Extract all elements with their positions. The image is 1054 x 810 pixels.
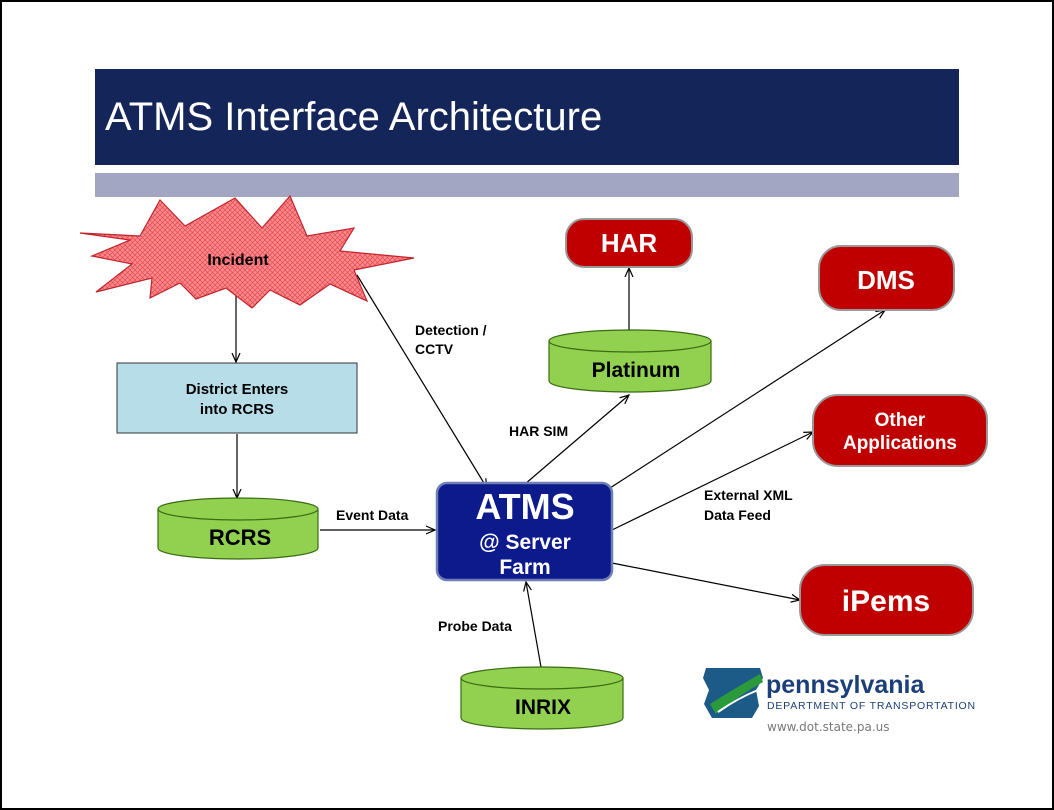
platinum-label: Platinum bbox=[592, 359, 681, 382]
event-data-label: Event Data bbox=[336, 507, 409, 523]
page-title: ATMS Interface Architecture bbox=[105, 95, 603, 139]
edge-atms-dms bbox=[609, 310, 885, 489]
district-label-line1: District Enters bbox=[186, 381, 289, 398]
subtitle-bar bbox=[95, 173, 959, 197]
xml-feed-label-line2: Data Feed bbox=[704, 507, 771, 523]
penndot-keystone-logo bbox=[703, 668, 763, 718]
logo-url[interactable]: www.dot.state.pa.us bbox=[767, 720, 890, 734]
district-label-line2: into RCRS bbox=[200, 401, 274, 418]
edge-atms-platinum bbox=[524, 395, 629, 485]
other-label-line1: Other bbox=[875, 410, 926, 431]
probe-data-label: Probe Data bbox=[438, 618, 512, 634]
atms-label-line3: Farm bbox=[499, 556, 550, 579]
edge-inrix-atms bbox=[526, 582, 542, 668]
dms-label: DMS bbox=[857, 265, 915, 295]
platinum-node: Platinum bbox=[548, 329, 712, 393]
edge-labels: Detection / CCTV Event Data HAR SIM Exte… bbox=[336, 322, 793, 634]
connectors bbox=[236, 268, 885, 668]
detection-label-line1: Detection / bbox=[415, 322, 487, 338]
rcrs-label: RCRS bbox=[209, 525, 271, 550]
atms-node: ATMS @ Server Farm bbox=[435, 481, 614, 582]
xml-feed-label-line1: External XML bbox=[704, 487, 793, 503]
edge-atms-ipems bbox=[611, 562, 800, 600]
edge-atms-other bbox=[611, 432, 813, 531]
other-applications-node: Other Applications bbox=[812, 394, 988, 467]
incident-label: Incident bbox=[207, 252, 269, 269]
dms-node: DMS bbox=[818, 245, 955, 311]
logo-department: DEPARTMENT OF TRANSPORTATION bbox=[767, 700, 976, 712]
har-sim-label: HAR SIM bbox=[509, 423, 568, 439]
atms-label-line2: @ Server bbox=[479, 531, 571, 554]
atms-label-line1: ATMS bbox=[475, 486, 574, 527]
edge-incident-atms bbox=[356, 274, 487, 488]
detection-label-line2: CCTV bbox=[415, 341, 454, 357]
district-node: District Enters into RCRS bbox=[116, 362, 358, 434]
har-node: HAR bbox=[565, 218, 693, 268]
ipems-label: iPems bbox=[842, 585, 930, 618]
ipems-node: iPems bbox=[799, 564, 974, 636]
incident-node: Incident bbox=[79, 194, 415, 309]
other-label-line2: Applications bbox=[843, 433, 957, 454]
title-bar: ATMS Interface Architecture bbox=[95, 69, 959, 165]
inrix-node: INRIX bbox=[460, 666, 624, 730]
har-label: HAR bbox=[601, 228, 658, 258]
inrix-label: INRIX bbox=[515, 696, 571, 719]
rcrs-node: RCRS bbox=[157, 497, 319, 560]
logo-name: pennsylvania bbox=[766, 671, 925, 699]
